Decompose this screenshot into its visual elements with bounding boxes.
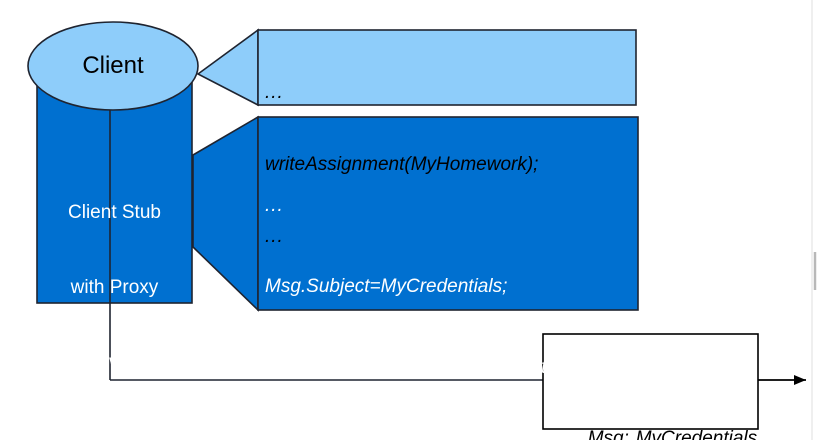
callout-dark-code: ... Msg.Subject=MyCredentials; Msg.Metho… <box>265 138 635 440</box>
callout-dark-box <box>257 116 639 311</box>
callout-dark-tail <box>192 115 259 312</box>
message-field-1: MyCredentials <box>635 428 758 440</box>
callout-light-code: ... writeAssignment(MyHomework); ... <box>265 33 633 297</box>
client-ellipse <box>27 21 199 111</box>
stub-line-3: (here without <box>59 352 170 373</box>
dark-code-line-2: Msg.Subject=MyCredentials; <box>265 276 508 297</box>
light-code-line-1: ... <box>265 82 284 103</box>
light-code-line-2: writeAssignment(MyHomework); <box>265 154 539 175</box>
callout-light-box <box>257 29 637 106</box>
stub-line-2: with Proxy <box>70 277 159 298</box>
callout-light-tail <box>196 28 259 107</box>
client-stub-label: Client Stub with Proxy (here without PEP… <box>33 150 196 440</box>
message-label: Msg: <box>587 428 629 440</box>
stub-line-1: Client Stub <box>68 202 161 223</box>
light-code-line-3: ... <box>265 226 284 247</box>
message-box-content: Msg:MyCredentials writeAssignment_Id MyH… <box>556 341 758 440</box>
dark-code-line-4: Msg.Params= MyHomework; <box>265 435 635 440</box>
client-label: Client <box>82 52 144 79</box>
stub-line-4: PEP and PDP) <box>51 427 178 440</box>
outgoing-arrow-head <box>794 375 806 385</box>
dark-code-line-1: ... <box>265 195 284 216</box>
dark-code-line-3: Msg.Method_Id=writeAssignment_Id; <box>265 357 579 378</box>
message-box <box>542 333 759 430</box>
message-row-1: Msg: MyCredentials <box>556 397 758 440</box>
